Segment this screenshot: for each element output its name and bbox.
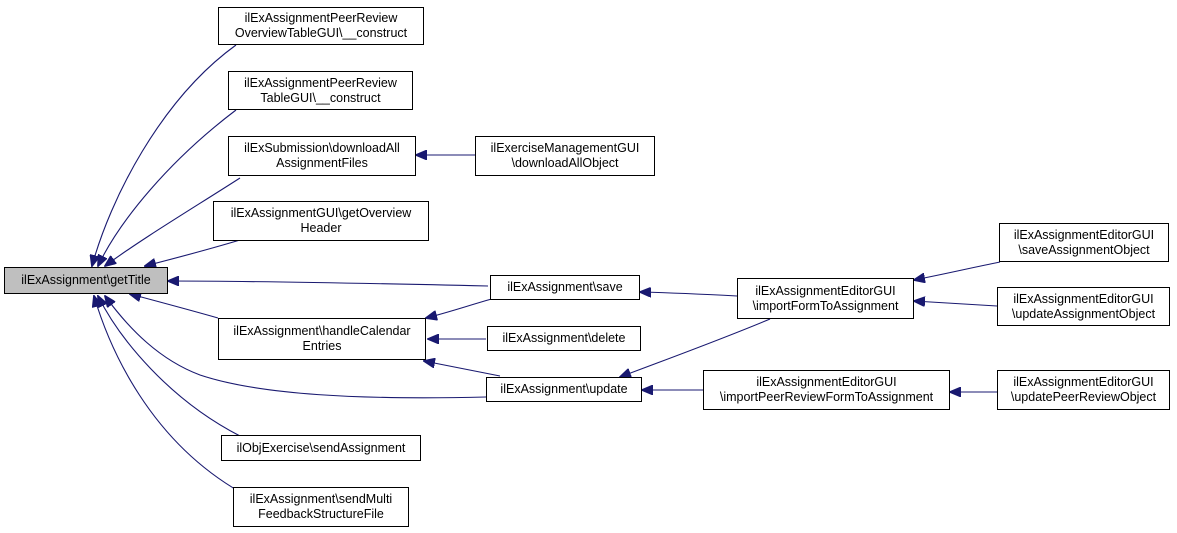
- node-label: ilExAssignment\handleCalendar: [233, 324, 411, 338]
- node-importform[interactable]: ilExAssignmentEditorGUI \importFormToAss…: [737, 278, 914, 319]
- node-label: \downloadAllObject: [511, 156, 619, 170]
- node-label: FeedbackStructureFile: [258, 507, 384, 521]
- node-label: ilExAssignment\delete: [502, 331, 626, 345]
- node-label: ilExAssignment\save: [507, 280, 623, 294]
- node-label: ilObjExercise\sendAssignment: [236, 440, 406, 455]
- node-label: ilExAssignmentGUI\getOverview: [230, 206, 412, 220]
- node-label: OverviewTableGUI\__construct: [234, 26, 408, 40]
- node-delete[interactable]: ilExAssignment\delete: [487, 326, 641, 351]
- node-label: ilExAssignmentEditorGUI: [1013, 375, 1154, 389]
- node-overviewheader[interactable]: ilExAssignmentGUI\getOverview Header: [213, 201, 429, 241]
- node-label: AssignmentFiles: [276, 156, 368, 170]
- node-importpeer[interactable]: ilExAssignmentEditorGUI \importPeerRevie…: [703, 370, 950, 410]
- node-mgmtdownload[interactable]: ilExerciseManagementGUI \downloadAllObje…: [475, 136, 655, 176]
- node-peeroverview[interactable]: ilExAssignmentPeerReview OverviewTableGU…: [218, 7, 424, 45]
- edge-saveobj-to-importform: [914, 261, 1001, 280]
- node-label: ilExSubmission\downloadAll: [244, 141, 400, 155]
- edge-updateobj-to-importform: [914, 301, 998, 306]
- edge-save-to-handlecal: [426, 297, 496, 318]
- node-label: ilExerciseManagementGUI: [490, 141, 640, 155]
- node-label: ilExAssignment\update: [500, 382, 628, 396]
- node-update[interactable]: ilExAssignment\update: [486, 377, 642, 402]
- edge-save-to-gettitle: [168, 281, 489, 287]
- node-updateobj[interactable]: ilExAssignmentEditorGUI \updateAssignmen…: [997, 287, 1170, 326]
- node-label: TableGUI\__construct: [260, 90, 381, 105]
- node-label: ilExAssignmentEditorGUI: [755, 283, 896, 298]
- node-handlecal[interactable]: ilExAssignment\handleCalendar Entries: [218, 318, 426, 360]
- node-label: \updatePeerReviewObject: [1010, 390, 1157, 404]
- node-label: ilExAssignmentPeerReview: [244, 11, 398, 25]
- node-label: \saveAssignmentObject: [1018, 242, 1150, 257]
- node-downloadall[interactable]: ilExSubmission\downloadAll AssignmentFil…: [228, 136, 416, 176]
- node-label: ilExAssignment\getTitle: [21, 273, 151, 287]
- node-label: \importFormToAssignment: [752, 298, 899, 313]
- edge-overviewheader-to-gettitle: [145, 239, 241, 266]
- edge-importform-to-save: [640, 292, 738, 296]
- node-label: \importPeerReviewFormToAssignment: [719, 390, 934, 404]
- edge-handlecal-to-gettitle: [130, 294, 219, 319]
- edge-update-to-gettitle: [105, 296, 487, 399]
- edge-importform-to-update: [620, 318, 771, 377]
- node-sendassign[interactable]: ilObjExercise\sendAssignment: [221, 435, 421, 461]
- node-label: \updateAssignmentObject: [1011, 306, 1156, 321]
- node-label: Header: [300, 221, 342, 235]
- node-sendmulti[interactable]: ilExAssignment\sendMulti FeedbackStructu…: [233, 487, 409, 527]
- edge-sendmulti-to-gettitle: [94, 296, 241, 493]
- node-label: ilExAssignmentEditorGUI: [1013, 291, 1154, 306]
- edge-downloadall-to-gettitle: [105, 177, 241, 266]
- node-label: ilExAssignmentPeerReview: [244, 75, 397, 90]
- node-updatepeer[interactable]: ilExAssignmentEditorGUI \updatePeerRevie…: [997, 370, 1170, 410]
- node-gettitle[interactable]: ilExAssignment\getTitle: [4, 267, 168, 294]
- node-peertable[interactable]: ilExAssignmentPeerReview TableGUI\__cons…: [228, 71, 413, 110]
- edge-peertable-to-gettitle: [98, 109, 237, 266]
- edge-update-to-handlecal: [424, 361, 501, 377]
- node-save[interactable]: ilExAssignment\save: [490, 275, 640, 300]
- node-label: Entries: [302, 339, 342, 353]
- edge-peeroverview-to-gettitle: [92, 44, 237, 266]
- node-label: ilExAssignment\sendMulti: [249, 492, 393, 506]
- edge-sendassign-to-gettitle: [98, 296, 241, 437]
- node-label: ilExAssignmentEditorGUI: [756, 375, 897, 389]
- node-saveobj[interactable]: ilExAssignmentEditorGUI \saveAssignmentO…: [999, 223, 1169, 262]
- node-label: ilExAssignmentEditorGUI: [1013, 227, 1155, 242]
